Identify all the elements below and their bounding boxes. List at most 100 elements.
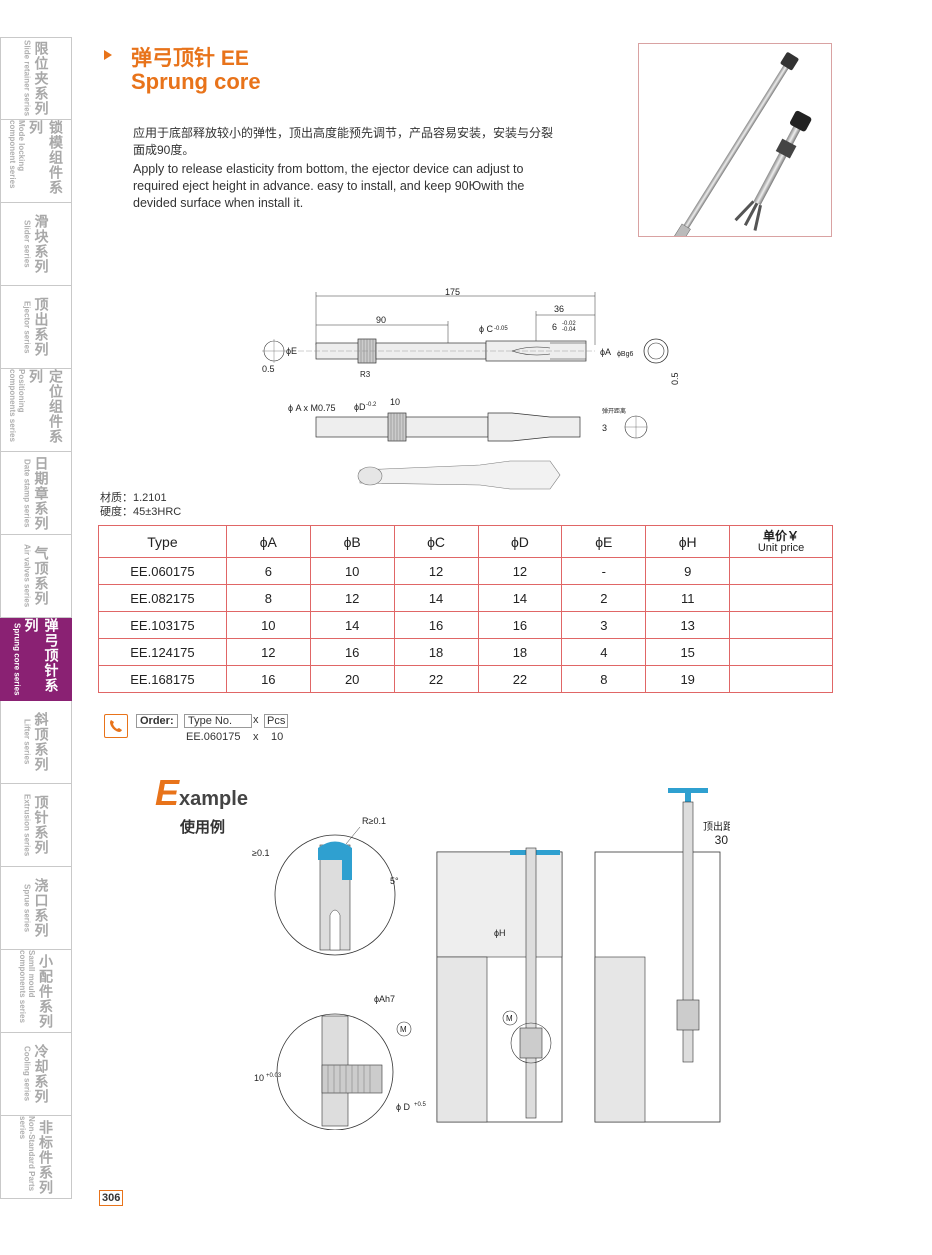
example-10-label: 10	[254, 1073, 264, 1083]
table-cell: 16	[393, 611, 479, 639]
table-header-row: Type ϕA ϕB ϕC ϕD ϕE ϕH 单价￥ Unit price	[98, 525, 833, 558]
sidebar-item-label-en: Mode locking component series	[8, 120, 26, 189]
dim-d-label: ϕD	[354, 402, 366, 412]
example-d-tol: +0.5	[414, 1102, 427, 1108]
page-title-en: Sprung core	[131, 69, 261, 94]
title-arrow-icon	[104, 50, 112, 60]
sidebar-item-label-cn: 浇口系列	[33, 878, 50, 938]
table-cell: EE.124175	[98, 638, 227, 666]
order-pcs-label: Pcs	[264, 714, 289, 728]
example-ah7-label: ϕAh7	[374, 994, 395, 1004]
dim-a-label: ϕA	[600, 347, 611, 357]
table-cell: 8	[561, 665, 647, 693]
dim-6-tol-top: -0.02	[562, 321, 576, 327]
table-cell: 10	[309, 557, 395, 585]
table-cell: 16	[477, 611, 563, 639]
example-r-label: R≥0.1	[362, 816, 386, 826]
product-photo	[638, 43, 832, 242]
table-cell: EE.168175	[98, 665, 227, 693]
dim-am-label: ϕ A x M0.75	[288, 403, 336, 413]
order-label: Order:	[136, 714, 178, 728]
example-drawing: R≥0.1 ≥0.1 5° ϕAh7 M 10 +0.03 ϕ D +0.5 M…	[250, 780, 743, 1131]
order-x-label: x	[253, 714, 259, 726]
table-cell: 2	[561, 584, 647, 612]
dim-36-label: 36	[554, 304, 564, 314]
table-cell	[729, 638, 833, 666]
spec-table: Type ϕA ϕB ϕC ϕD ϕE ϕH 单价￥ Unit price EE…	[98, 525, 833, 693]
table-cell: 14	[477, 584, 563, 612]
sidebar-item-label-cn: 非标件系列	[38, 1119, 54, 1195]
table-cell: 12	[477, 557, 563, 585]
sidebar-item-label-cn: 顶出系列	[33, 297, 50, 357]
hardness-line: 硬度：45±3HRC	[100, 506, 182, 518]
sidebar-item-label-cn: 斜顶系列	[33, 712, 50, 772]
sidebar-item-label-en: Slide retainer series	[22, 40, 32, 117]
order-phone-icon	[104, 714, 128, 738]
technical-drawing: 175 90 36 ϕ C -0.05 6 -0.02 -0.04 ϕE 0.5…	[250, 285, 680, 500]
sidebar-item-label-en: Sprung core series	[12, 622, 22, 696]
example-m-label-2: M	[506, 1014, 513, 1023]
sidebar-item-label-en: Extrusion series	[22, 793, 32, 857]
sidebar-item-label-cn: 冷却系列	[33, 1044, 50, 1104]
sidebar-item-label-en: Positioning components series	[8, 369, 26, 442]
dim-05-label-a: 0.5	[262, 364, 275, 374]
sidebar-item-label-en: Lifter series	[22, 719, 32, 765]
sidebar-item-label-en: Cooling series	[22, 1046, 32, 1102]
dim-6-tol-bot: -0.04	[562, 327, 576, 333]
sidebar-item-label-en: Air valves series	[22, 544, 32, 608]
page-title-cn: 弹弓顶针 EE	[131, 47, 249, 70]
table-cell	[729, 611, 833, 639]
table-cell: 18	[393, 638, 479, 666]
dim-r-label: R3	[360, 370, 371, 379]
page-number: 306	[99, 1190, 124, 1206]
material-info: 材质：1.2101 硬度：45±3HRC	[100, 491, 181, 519]
dim-c-label: ϕ C	[479, 324, 494, 334]
material-line: 材质：1.2101	[100, 492, 167, 504]
dim-split-label: 弹开距离	[602, 407, 626, 415]
table-cell: 10	[225, 611, 311, 639]
table-cell: 9	[645, 557, 731, 585]
table-cell: EE.060175	[98, 557, 227, 585]
sidebar-item-label-en: Non-Standard Parts series	[18, 1116, 36, 1192]
table-cell: 22	[393, 665, 479, 693]
sidebar-item-label-cn: 锁模组件系列	[28, 120, 64, 195]
table-cell: 13	[645, 611, 731, 639]
table-cell: 4	[561, 638, 647, 666]
header-price: 单价￥ Unit price	[729, 525, 833, 558]
table-cell: EE.103175	[98, 611, 227, 639]
example-title-cn: 使用例	[180, 819, 226, 836]
sidebar-item-label-cn: 滑块系列	[33, 214, 50, 274]
table-cell: 8	[225, 584, 311, 612]
table-cell: 16	[309, 638, 395, 666]
header-h: ϕH	[645, 525, 731, 558]
sidebar-item-label-cn: 定位组件系列	[28, 369, 64, 444]
table-cell: 18	[477, 638, 563, 666]
order-type-label: Type No.	[184, 714, 252, 728]
dim-90-label: 90	[376, 315, 386, 325]
table-cell	[729, 665, 833, 693]
table-cell: EE.082175	[98, 584, 227, 612]
sidebar-item-label-cn: 限位夹系列	[33, 41, 50, 116]
dim-d-tol: -0.2	[366, 402, 377, 408]
dim-175-label: 175	[445, 287, 460, 297]
dim-10-label: 10	[390, 397, 400, 407]
